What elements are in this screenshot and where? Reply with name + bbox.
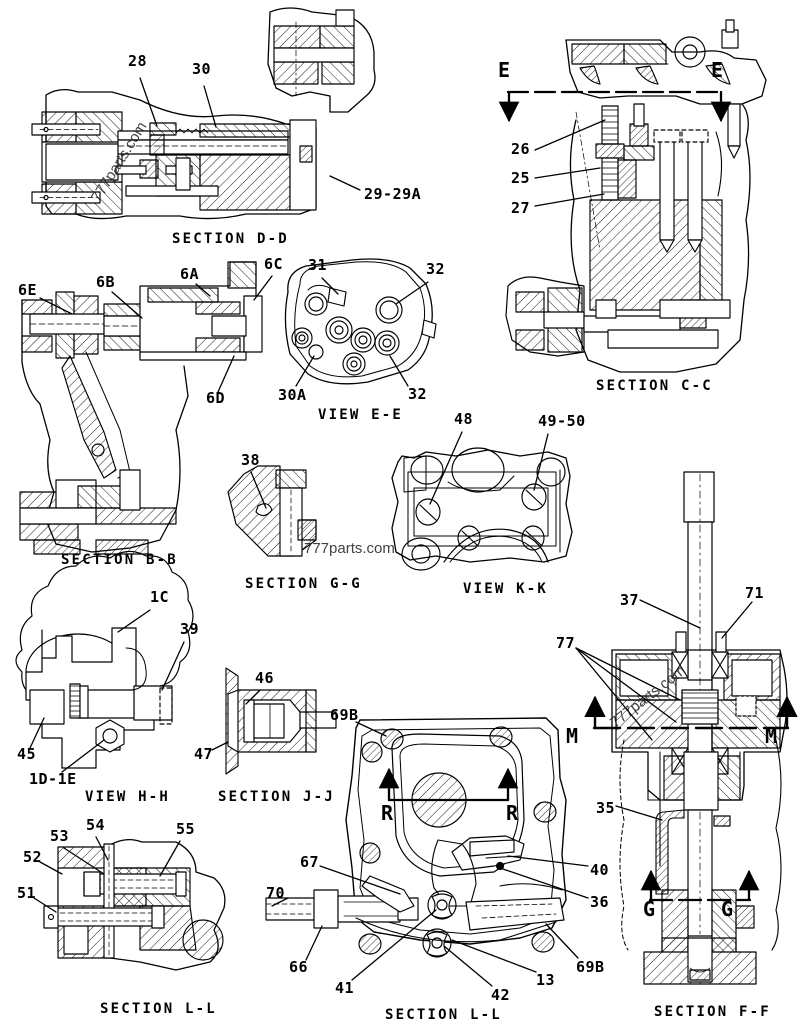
callout-52: 52 — [23, 848, 43, 866]
callout-70: 70 — [266, 884, 286, 902]
callout-29-29a: 29-29A — [364, 185, 422, 203]
callout-13: 13 — [536, 971, 556, 989]
section-marker-g-left: G — [643, 897, 656, 921]
section-marker-r-left: R — [381, 801, 394, 825]
section-gg-geometry — [227, 465, 317, 557]
view-kk-geometry — [391, 447, 573, 571]
callout-77: 77 — [556, 634, 576, 652]
callout-30a: 30A — [278, 386, 307, 404]
section-ll-left-geometry — [43, 838, 226, 971]
section-marker-m-right: M — [765, 724, 778, 748]
callout-36: 36 — [590, 893, 610, 911]
callout-28: 28 — [128, 52, 148, 70]
callout-38: 38 — [241, 451, 261, 469]
view-ee-geometry — [284, 258, 437, 385]
caption-view-hh: VIEW H-H — [85, 789, 171, 805]
callout-1c: 1C — [150, 588, 170, 606]
caption-section-ff: SECTION F-F — [654, 1004, 771, 1020]
callout-32-bottom: 32 — [408, 385, 428, 403]
callout-6a: 6A — [180, 265, 200, 283]
caption-section-gg: SECTION G-G — [245, 576, 362, 592]
callout-6c: 6C — [264, 255, 284, 273]
view-hh-geometry — [15, 550, 194, 769]
callout-69b-top: 69B — [330, 706, 359, 724]
section-marker-g-right: G — [721, 897, 734, 921]
section-ll-center-geometry — [265, 717, 567, 958]
callout-35: 35 — [596, 799, 616, 817]
section-dd-geometry — [31, 7, 376, 220]
callout-71: 71 — [745, 584, 765, 602]
caption-section-dd: SECTION D-D — [172, 231, 289, 247]
section-marker-e-left: E — [498, 58, 511, 82]
callout-51: 51 — [17, 884, 37, 902]
callout-47: 47 — [194, 745, 214, 763]
caption-section-cc: SECTION C-C — [596, 378, 713, 394]
callout-31: 31 — [308, 256, 328, 274]
callout-1d-1e: 1D-1E — [29, 770, 77, 788]
watermark-2: 777parts.com — [304, 540, 395, 557]
callout-66: 66 — [289, 958, 309, 976]
caption-section-jj: SECTION J-J — [218, 789, 335, 805]
callout-53: 53 — [50, 827, 70, 845]
callout-55: 55 — [176, 820, 196, 838]
section-ff-geometry — [584, 471, 798, 985]
callout-37: 37 — [620, 591, 640, 609]
section-marker-m-left: M — [566, 724, 579, 748]
callout-6b: 6B — [96, 273, 116, 291]
callout-6e: 6E — [18, 281, 38, 299]
callout-41: 41 — [335, 979, 355, 997]
callout-45: 45 — [17, 745, 37, 763]
callout-46: 46 — [255, 669, 275, 687]
section-cc-geometry — [498, 19, 767, 373]
callout-40: 40 — [590, 861, 610, 879]
caption-view-ee: VIEW E-E — [318, 407, 404, 423]
callout-25: 25 — [511, 169, 531, 187]
section-bb-geometry — [19, 261, 263, 555]
callout-27: 27 — [511, 199, 531, 217]
callout-49-50: 49-50 — [538, 412, 586, 430]
callout-26: 26 — [511, 140, 531, 158]
callout-67: 67 — [300, 853, 320, 871]
callout-48: 48 — [454, 410, 474, 428]
callout-32-top: 32 — [426, 260, 446, 278]
callout-54: 54 — [86, 816, 106, 834]
section-marker-e-right: E — [711, 58, 724, 82]
section-marker-r-right: R — [506, 801, 519, 825]
caption-section-ll-center: SECTION L-L — [385, 1007, 502, 1023]
callout-30: 30 — [192, 60, 212, 78]
caption-section-ll-left: SECTION L-L — [100, 1001, 217, 1017]
callout-39: 39 — [180, 620, 200, 638]
section-jj-geometry — [225, 667, 337, 775]
caption-view-kk: VIEW K-K — [463, 581, 549, 597]
callout-42: 42 — [491, 986, 511, 1004]
callout-69b-bottom: 69B — [576, 958, 605, 976]
callout-6d: 6D — [206, 389, 226, 407]
caption-section-bb: SECTION B-B — [61, 552, 178, 568]
